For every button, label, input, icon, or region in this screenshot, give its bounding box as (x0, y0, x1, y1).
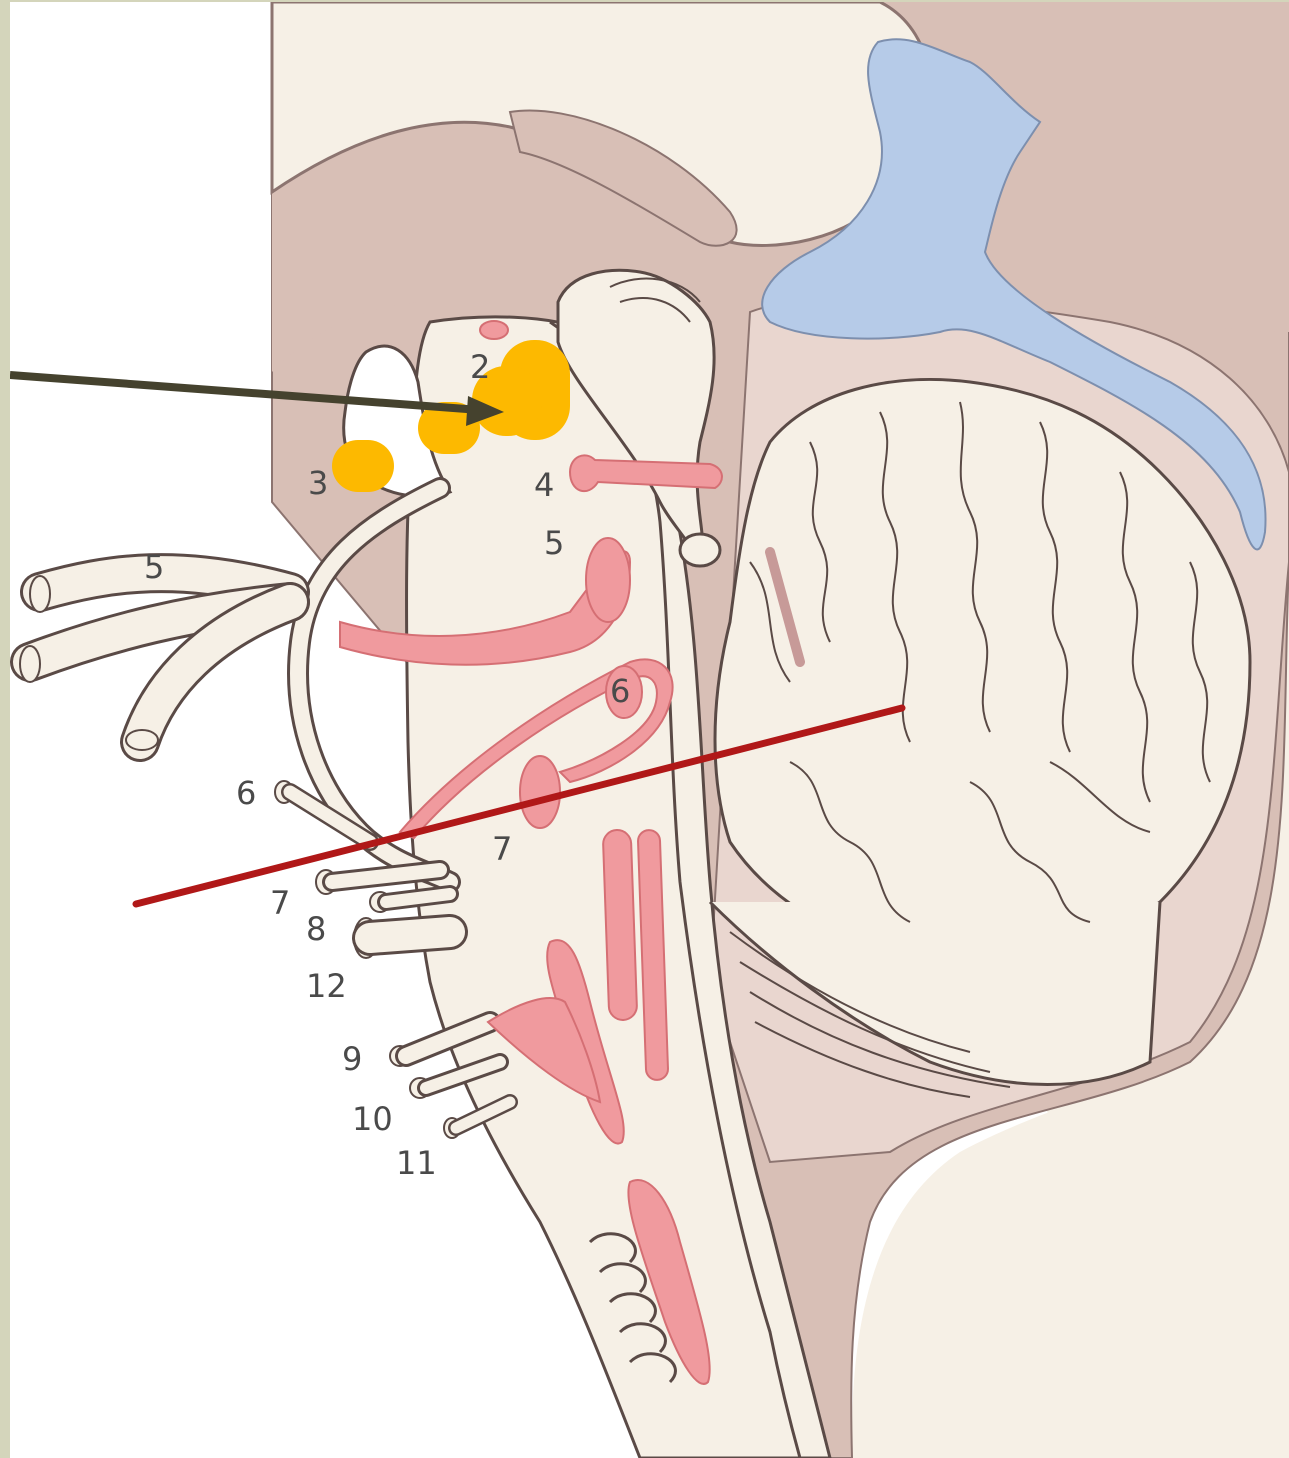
label-nerve-12: 12 (306, 967, 347, 1005)
nucleus-col-a (603, 830, 638, 1021)
label-nucleus-6: 6 (610, 672, 630, 710)
highlight-blob-small (332, 440, 394, 492)
label-nerve-3: 3 (308, 464, 328, 502)
trigeminal-nerve-branches (20, 573, 290, 750)
label-nerve-2: 2 (470, 348, 490, 386)
label-nerve-6: 6 (236, 774, 256, 812)
label-nucleus-5: 5 (544, 524, 564, 562)
label-nerve-5: 5 (144, 548, 164, 586)
label-nerve-9: 9 (342, 1040, 362, 1078)
label-nerve-7: 7 (270, 884, 290, 922)
label-nucleus-7: 7 (492, 830, 512, 868)
nucleus-7 (520, 756, 560, 828)
diagram-canvas: 2 3 4 5 5 6 6 7 7 8 12 9 10 11 (10, 2, 1289, 1458)
nucleus-2 (480, 321, 508, 339)
label-nerve-4: 4 (534, 466, 554, 504)
label-nerve-11: 11 (396, 1144, 437, 1182)
brainstem-diagram: 2 3 4 5 5 6 6 7 7 8 12 9 10 11 (10, 2, 1289, 1458)
label-nerve-8: 8 (306, 910, 326, 948)
label-nerve-10: 10 (352, 1100, 393, 1138)
nucleus-5 (586, 538, 630, 622)
